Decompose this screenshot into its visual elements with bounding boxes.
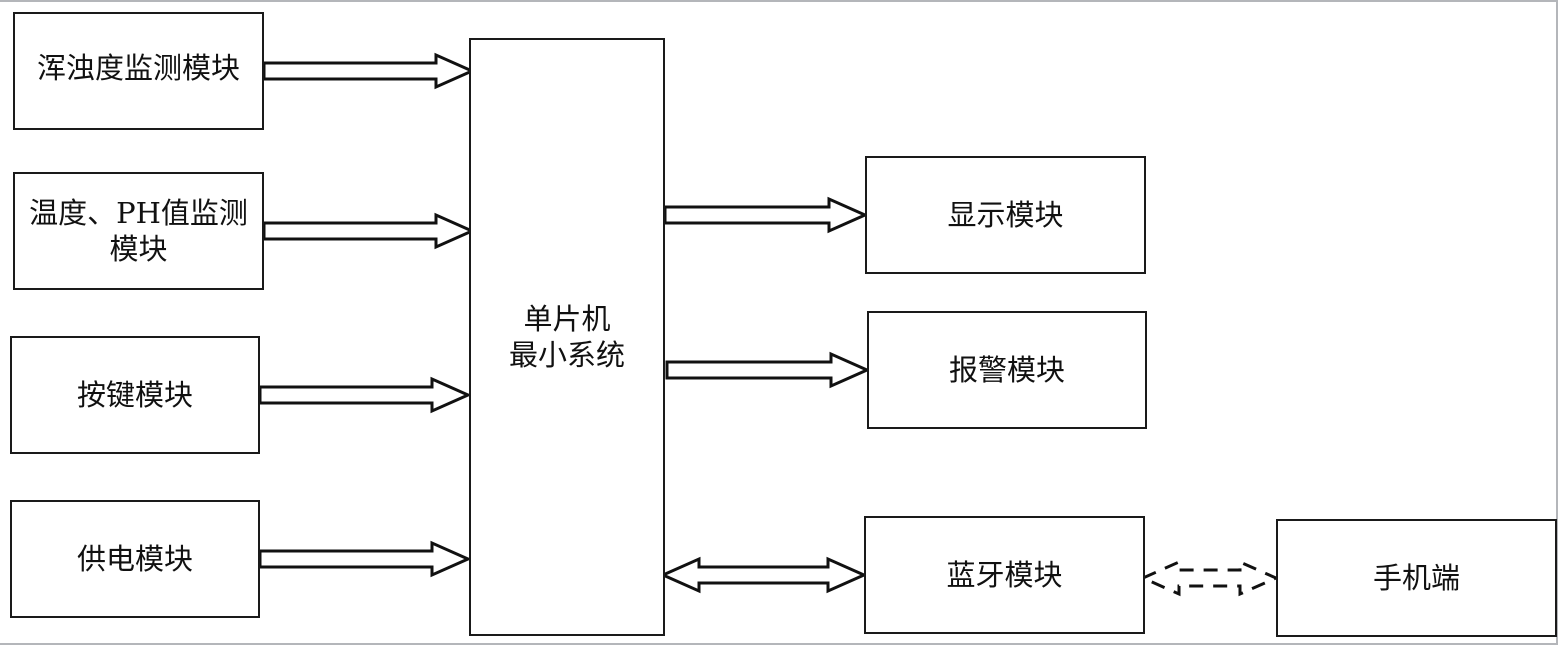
node-keys-label: 按键模块 (76, 378, 193, 412)
edge-temp_ph-to-mcu (262, 212, 476, 250)
node-bluetooth: 蓝牙模块 (864, 516, 1145, 634)
node-display: 显示模块 (865, 156, 1146, 274)
node-bluetooth-label: 蓝牙模块 (946, 558, 1063, 592)
edge-turbidity-to-mcu (262, 52, 476, 90)
node-keys: 按键模块 (10, 336, 260, 454)
edge-mcu-to-bluetooth (659, 556, 868, 594)
node-mcu-label: 单片机 最小系统 (508, 302, 625, 372)
edge-bluetooth-to-phone (1139, 559, 1280, 597)
node-turbidity: 浑浊度监测模块 (13, 12, 264, 130)
edge-mcu-to-alarm (665, 351, 871, 389)
node-mcu: 单片机 最小系统 (469, 38, 665, 636)
edge-power-to-mcu (258, 540, 472, 578)
node-phone: 手机端 (1276, 519, 1557, 637)
node-alarm-label: 报警模块 (948, 353, 1065, 387)
node-phone-label: 手机端 (1372, 561, 1460, 595)
node-power: 供电模块 (10, 500, 260, 618)
edge-keys-to-mcu (258, 376, 472, 414)
node-temp-ph: 温度、PH值监测 模块 (13, 172, 264, 290)
node-display-label: 显示模块 (947, 198, 1064, 232)
node-temp-ph-label: 温度、PH值监测 模块 (29, 196, 248, 266)
edge-mcu-to-display (663, 196, 869, 234)
node-alarm: 报警模块 (867, 311, 1147, 429)
node-turbidity-label: 浑浊度监测模块 (36, 51, 240, 85)
node-power-label: 供电模块 (76, 542, 193, 576)
